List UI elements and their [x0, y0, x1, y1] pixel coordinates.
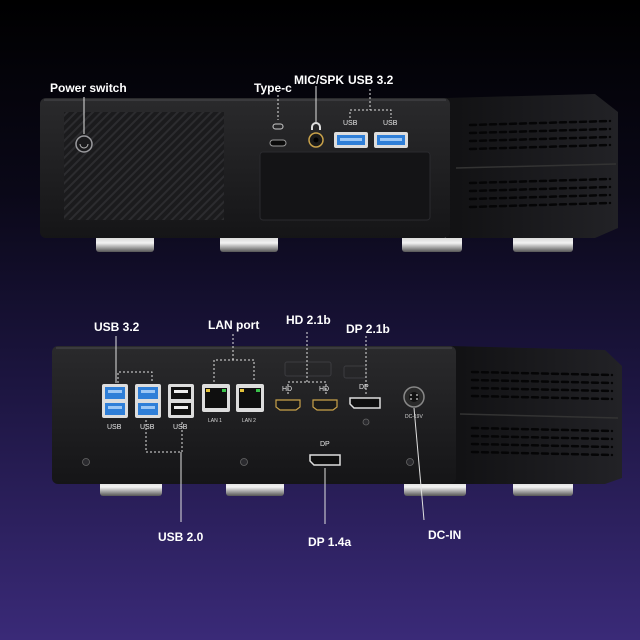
usb2-stack[interactable] — [168, 384, 194, 418]
side-vents — [470, 370, 614, 457]
rear-panel — [52, 346, 456, 484]
top-unit — [40, 86, 618, 252]
power-switch-callout: Power switch — [50, 81, 127, 95]
usb-port-label: USB — [107, 424, 122, 431]
dc-in-port[interactable] — [403, 386, 425, 408]
type-c-port[interactable] — [269, 139, 287, 147]
screws — [82, 418, 414, 466]
mic-spk-callout: MIC/SPK — [294, 73, 345, 87]
hd-port-label: HD — [319, 386, 330, 393]
audio-jack-hole — [313, 137, 319, 143]
lan-port-label: LAN 2 — [242, 418, 256, 424]
foot — [220, 234, 278, 252]
recessed-panel — [259, 151, 431, 221]
dp-port-label: DP — [320, 441, 330, 448]
type-c-callout: Type-c — [254, 81, 292, 95]
lan-port-2[interactable] — [236, 384, 264, 412]
bottom-unit — [52, 332, 622, 524]
hd21b-callout: HD 2.1b — [286, 313, 331, 327]
top-callout-lines — [83, 86, 392, 134]
bottom-callout-lines — [115, 332, 425, 524]
power-button[interactable] — [75, 135, 93, 153]
dc-voltage-label: DC-19V — [405, 414, 423, 420]
top-feet — [96, 234, 573, 252]
usb-port-label: USB — [140, 424, 155, 431]
usb3-stack-2[interactable] — [135, 384, 161, 418]
dp-port-label: DP — [359, 384, 369, 391]
usb-port-label: USB — [173, 424, 188, 431]
foot — [96, 234, 154, 252]
hdmi-port-2[interactable] — [312, 399, 338, 411]
usb32-callout-top: USB 3.2 — [348, 73, 394, 87]
power-icon — [79, 143, 89, 149]
dp-port-bottom[interactable] — [309, 454, 341, 466]
dp14a-callout: DP 1.4a — [308, 535, 352, 549]
foot — [402, 234, 462, 252]
hd-port-label: HD — [282, 386, 293, 393]
textured-panel — [64, 112, 224, 220]
dp21b-callout: DP 2.1b — [346, 322, 390, 336]
lan-port-callout: LAN port — [208, 318, 260, 332]
usb3-stack-1[interactable] — [102, 384, 128, 418]
dc-in-callout: DC-IN — [428, 528, 462, 542]
dp-port-top[interactable] — [349, 397, 381, 409]
headset-icon — [311, 122, 321, 130]
side-vents — [468, 119, 612, 209]
usb-port-right[interactable] — [374, 132, 408, 148]
usb-port-label: USB — [383, 120, 398, 127]
lan-port-label: LAN 1 — [208, 418, 222, 424]
usb32-callout-bottom: USB 3.2 — [94, 320, 140, 334]
usb-port-left[interactable] — [334, 132, 368, 148]
usb20-callout: USB 2.0 — [158, 530, 204, 544]
foot — [513, 234, 573, 252]
usb-port-label: USB — [343, 120, 358, 127]
hdmi-port-1[interactable] — [275, 399, 301, 411]
type-c-icon — [272, 123, 284, 130]
lan-port-1[interactable] — [202, 384, 230, 412]
